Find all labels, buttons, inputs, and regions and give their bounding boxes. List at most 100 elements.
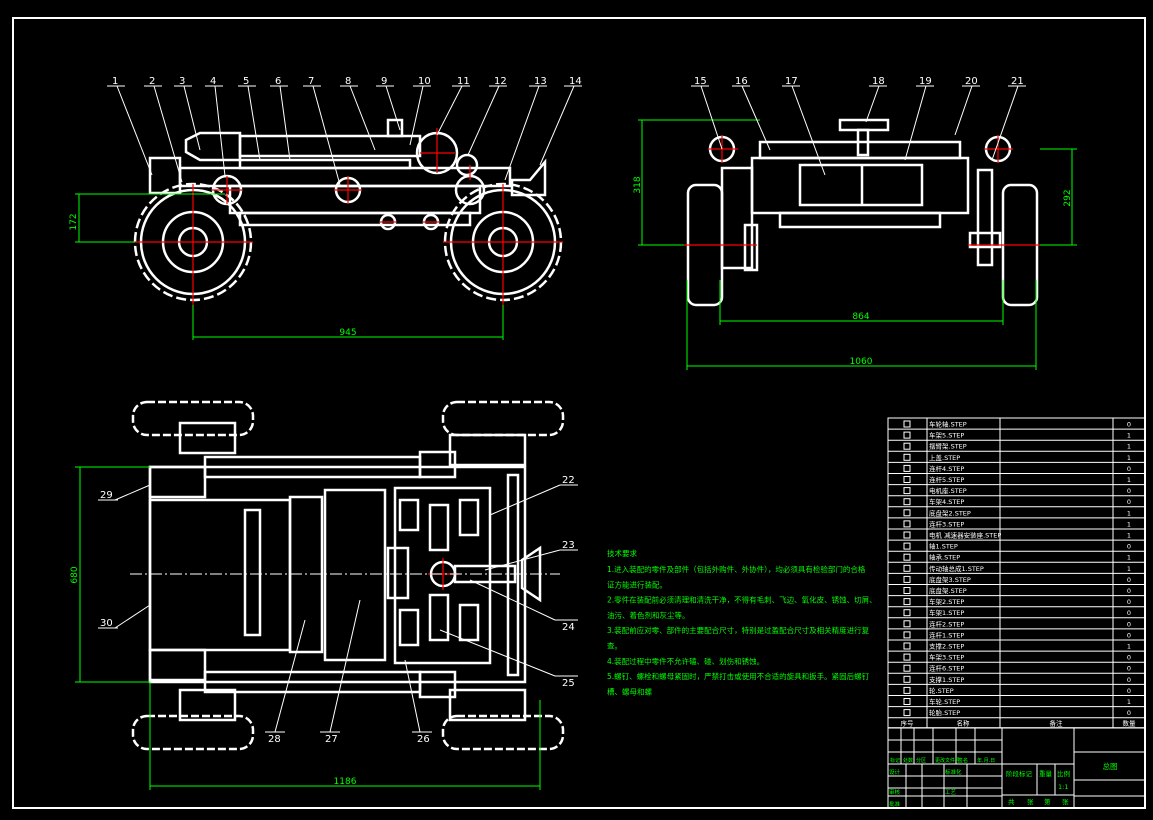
- part-qty: 0: [1127, 665, 1131, 673]
- part-label-2: 2: [149, 76, 155, 87]
- checkbox-icon: [903, 587, 911, 594]
- part-qty: 0: [1127, 421, 1131, 429]
- part-qty: 0: [1127, 631, 1131, 639]
- checkbox-icon: [903, 542, 911, 550]
- part-name: 连杆6.STEP: [929, 664, 964, 673]
- part-name: 车架4.STEP: [929, 497, 964, 506]
- requirement-line: 证方能进行装配。: [607, 579, 667, 589]
- checkbox-icon: [903, 442, 911, 450]
- role-process: 工艺: [945, 789, 957, 796]
- checkbox-icon: [903, 653, 911, 661]
- part-name: 连杆2.STEP: [929, 619, 964, 628]
- checkbox-icon: [903, 498, 911, 506]
- dim-wheelbase: 945: [339, 328, 356, 338]
- top-part-labels: 22 23 24 25 26 27 28 29 30: [98, 475, 578, 745]
- part-label-15: 15: [694, 76, 707, 87]
- part-label-9: 9: [381, 76, 387, 87]
- revision-header: 签名: [958, 757, 968, 764]
- part-name: 车轮轴.STEP: [929, 420, 967, 429]
- checkbox-icon: [903, 420, 911, 428]
- part-label-25: 25: [562, 678, 575, 689]
- parts-header-note: 备注: [1050, 719, 1064, 728]
- role-approve: 批准: [889, 800, 901, 808]
- role-check: 审核: [889, 788, 901, 796]
- part-name: 底盘架.STEP: [929, 586, 967, 595]
- stage-mark-label: 阶段标记: [1006, 769, 1033, 778]
- part-label-26: 26: [417, 734, 430, 745]
- center-lines: [684, 135, 1040, 246]
- part-qty: 0: [1127, 598, 1131, 606]
- part-qty: 0: [1127, 620, 1131, 628]
- dim-top-width: 680: [70, 566, 80, 583]
- part-name: 电机 减速器安装座.STEP: [929, 531, 1001, 540]
- part-name: 传动轴总成1.STEP: [929, 564, 984, 573]
- parts-list-row: 轮胎.STEP 0: [903, 708, 1131, 717]
- dim-track-inner: 864: [852, 312, 869, 322]
- part-qty: 0: [1127, 465, 1131, 473]
- part-qty: 0: [1127, 709, 1131, 717]
- part-label-13: 13: [534, 76, 547, 87]
- dim-overall-width: 1060: [850, 357, 873, 367]
- part-qty: 1: [1127, 698, 1131, 706]
- part-label-30: 30: [100, 618, 113, 629]
- center-lines: [133, 128, 563, 305]
- revision-header: 处数: [903, 757, 913, 764]
- part-name: 车架1.STEP: [929, 608, 964, 617]
- checkbox-icon: [903, 709, 911, 717]
- part-label-29: 29: [100, 490, 113, 501]
- part-qty: 0: [1127, 687, 1131, 695]
- part-qty: 1: [1127, 432, 1131, 440]
- part-qty: 1: [1127, 454, 1131, 462]
- part-qty: 1: [1127, 509, 1131, 517]
- part-qty: 0: [1127, 487, 1131, 495]
- part-qty: 1: [1127, 565, 1131, 573]
- checkbox-icon: [903, 520, 911, 528]
- part-label-28: 28: [268, 734, 281, 745]
- part-name: 车轮.STEP: [929, 697, 960, 706]
- checkbox-icon: [903, 686, 911, 694]
- part-label-14: 14: [569, 76, 582, 87]
- technical-requirements: 技术要求 1.进入装配的零件及部件（包括外购件、外协件），均必须具有检验部门的合…: [607, 548, 877, 696]
- part-name: 车架5.STEP: [929, 431, 964, 440]
- dim-axle-height-side: 172: [69, 213, 79, 230]
- drawing-border: [12, 17, 1146, 809]
- dim-axle-height-front: 292: [1063, 189, 1073, 206]
- checkbox-icon: [903, 553, 911, 561]
- part-label-19: 19: [919, 76, 932, 87]
- part-name: 轴1.STEP: [929, 542, 958, 551]
- sheet-total: 共: [1008, 797, 1015, 806]
- checkbox-icon: [903, 487, 911, 495]
- checkbox-icon: [903, 531, 911, 539]
- part-label-10: 10: [418, 76, 431, 87]
- part-label-17: 17: [785, 76, 798, 87]
- requirement-line: 油污、着色剂和灰尘等。: [607, 610, 690, 620]
- side-dimensions: 172 945: [69, 193, 504, 340]
- part-name: 轮胎.STEP: [929, 708, 960, 717]
- part-name: 支撑1.STEP: [929, 675, 964, 684]
- part-label-12: 12: [494, 76, 507, 87]
- part-label-1: 1: [112, 76, 118, 87]
- checkbox-icon: [903, 698, 911, 705]
- part-label-11: 11: [457, 76, 470, 87]
- sheet-current: 第: [1044, 797, 1051, 806]
- part-qty: 0: [1127, 498, 1131, 506]
- requirement-line: 1.进入装配的零件及部件（包括外购件、外协件），均必须具有检验部门的合格: [607, 564, 866, 574]
- part-name: 连杆3.STEP: [929, 519, 964, 528]
- parts-list-row: 连杆6.STEP 0: [903, 664, 1131, 673]
- part-qty: 0: [1127, 676, 1131, 684]
- checkbox-icon: [903, 598, 911, 606]
- role-design: 设计: [889, 768, 901, 776]
- part-label-20: 20: [965, 76, 978, 87]
- front-dimensions: 318 292 864 1060: [633, 119, 1077, 370]
